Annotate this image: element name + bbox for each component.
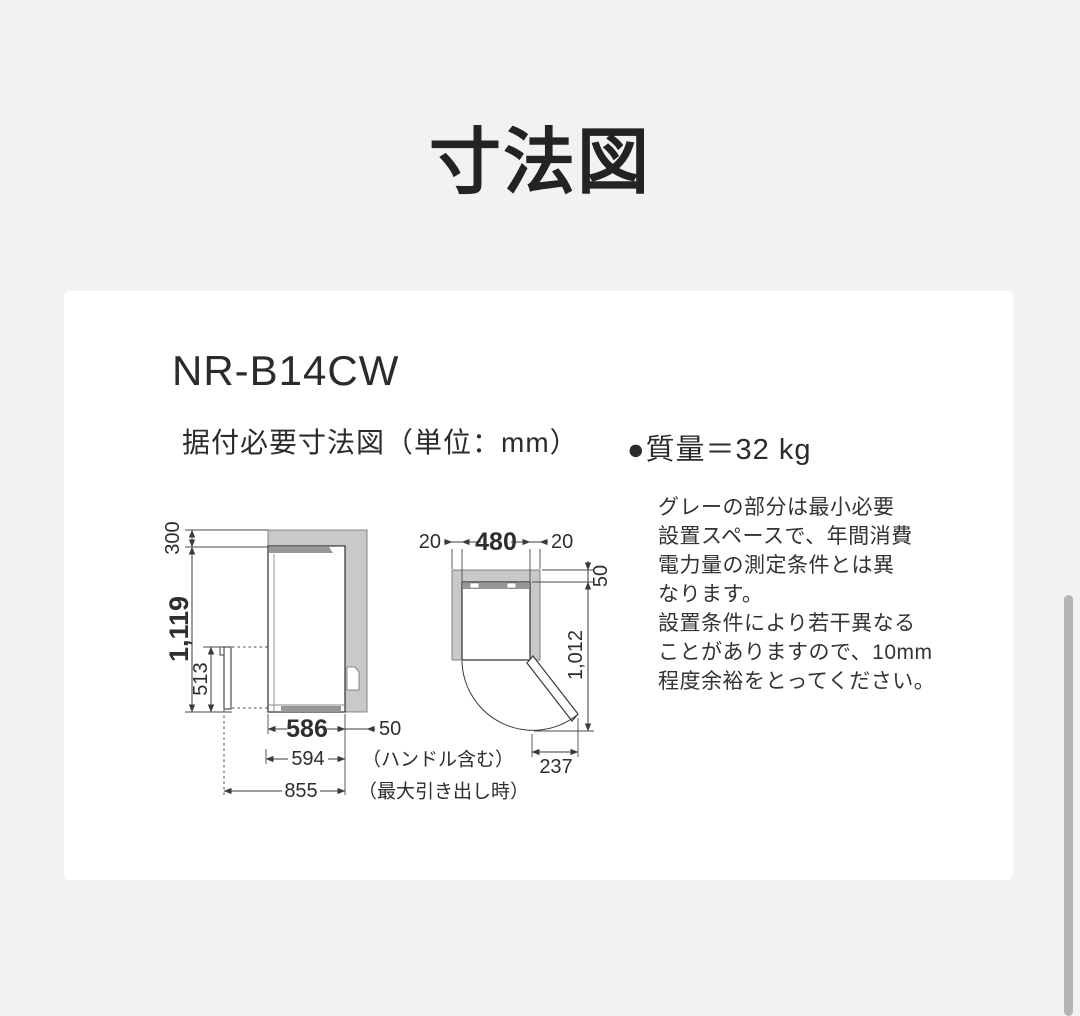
model-number: NR-B14CW [172, 347, 400, 394]
fridge-back-panel [463, 583, 529, 589]
dim-height: 1,119 [164, 596, 194, 662]
dim-depth: 586 [286, 715, 328, 743]
dim-depth-with-handle: 594 [291, 748, 324, 770]
dimension-card: NR-B14CW 据付必要寸法図（単位：mm） ●質量＝32 kg グレーの部分… [64, 291, 1013, 880]
drawing-subtitle: 据付必要寸法図（単位：mm） [182, 427, 579, 458]
note-line: 設置スペースで、年間消費 [658, 525, 913, 548]
note-line: 電力量の測定条件とは異 [658, 554, 895, 577]
dim-depth-door-open: 1,012 [565, 630, 587, 680]
fridge-body-top [461, 581, 531, 661]
rear-notch [346, 666, 360, 691]
note-line: グレーの部分は最小必要 [658, 496, 895, 519]
dim-rear-clearance-top: 50 [590, 565, 612, 587]
front-view-drawing: 300 1,119 513 586 50 594 （ハンドル含む） 855 [162, 521, 529, 802]
drawer-front-panel [223, 646, 232, 710]
note-text: グレーの部分は最小必要 設置スペースで、年間消費 電力量の測定条件とは異 なりま… [658, 493, 968, 696]
note-line: 程度余裕をとってください。 [658, 670, 936, 693]
door-swing-arc [461, 660, 578, 731]
fridge-body-side [267, 545, 346, 713]
drawer-open-note: （最大引き出し時） [358, 781, 529, 803]
fridge-top-panel [269, 547, 344, 553]
scrollbar-thumb[interactable] [1064, 595, 1073, 1016]
handle-note: （ハンドル含む） [362, 749, 514, 771]
dim-drawer-height: 513 [190, 662, 212, 695]
dim-width: 480 [475, 528, 517, 556]
open-door [526, 655, 579, 722]
top-view-drawing: 20 480 20 50 1,012 237 [419, 528, 612, 778]
note-line: なります。 [658, 583, 764, 606]
dim-left-clearance: 20 [419, 531, 441, 553]
dim-depth-drawer-open: 855 [284, 780, 317, 802]
top-panel-highlight [329, 546, 344, 553]
page-title: 寸法図 [428, 123, 651, 203]
dim-right-clearance: 20 [551, 531, 573, 553]
drawer-handle-tab [219, 646, 225, 656]
fridge-base-panel [281, 706, 341, 712]
installation-diagram: 300 1,119 513 586 50 594 （ハンドル含む） 855 [162, 521, 612, 802]
note-line: 設置条件により若干異なる [658, 612, 916, 635]
note-line: ことがありますので、10mm [658, 641, 933, 664]
dim-top-clearance: 300 [162, 521, 184, 554]
hinge-bracket [506, 582, 517, 589]
mass-label: ●質量＝32 kg [627, 434, 812, 466]
dim-rear-clearance-side: 50 [379, 718, 401, 740]
hinge-bracket [469, 582, 480, 589]
dim-door-open-width: 237 [539, 756, 572, 778]
